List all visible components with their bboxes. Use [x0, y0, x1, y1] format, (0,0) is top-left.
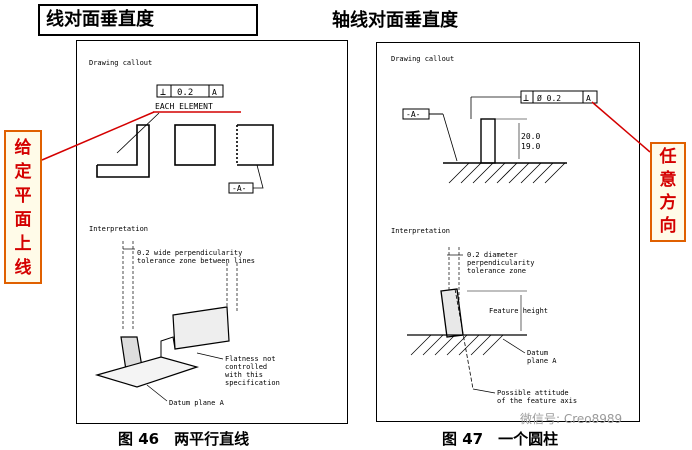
perpendicularity-symbol: ⊥	[160, 87, 166, 98]
fcf-datum: A	[212, 88, 217, 97]
figure-46-drawing: Drawing callout ⊥ 0.2 A EACH ELEMENT -A-…	[89, 59, 280, 407]
figure-46-caption: 图 46 两平行直线	[118, 430, 250, 448]
interpretation-label: Interpretation	[89, 225, 148, 233]
interpretation-label: Interpretation	[391, 227, 450, 235]
annotation-char: 向	[659, 216, 677, 236]
flatness-note-3: with this	[225, 371, 263, 379]
feature-control-frame: ⊥ Ø 0.2 A	[520, 90, 598, 104]
datum-a-label: -A-	[232, 184, 246, 193]
annotation-char: 线	[14, 258, 32, 278]
flatness-note-1: Flatness not	[225, 355, 276, 363]
each-element-note: EACH ELEMENT	[155, 102, 213, 111]
annotation-char: 平	[14, 186, 32, 206]
zone-note-2: perpendicularity	[467, 259, 534, 267]
annotation-char: 任	[659, 147, 677, 167]
drawing-callout-label: Drawing callout	[391, 55, 454, 63]
fcf-tolerance: Ø 0.2	[537, 93, 561, 103]
left-title: 线对面垂直度	[38, 4, 258, 36]
fcf-tolerance: 0.2	[177, 88, 193, 98]
attitude-note-2: of the feature axis	[497, 397, 577, 405]
annotation-char: 上	[14, 234, 32, 254]
zone-note-1: 0.2 wide perpendicularity	[137, 249, 242, 257]
figure-47-caption: 图 47 一个圆柱	[442, 430, 559, 448]
feature-height-label: Feature height	[489, 307, 548, 315]
dimension-lower: 19.0	[521, 142, 540, 151]
feature-control-frame: ⊥ 0.2 A	[156, 84, 224, 98]
flatness-note-4: specification	[225, 379, 280, 387]
annotation-char: 面	[14, 210, 32, 230]
figure-47-drawing: Drawing callout ⊥ Ø 0.2 A -A- 20.0 19.0	[391, 55, 598, 405]
perpendicularity-symbol: ⊥	[523, 93, 529, 104]
annotation-char: 方	[659, 193, 677, 213]
zone-note-3: tolerance zone	[467, 267, 526, 275]
dimension-upper: 20.0	[521, 132, 540, 141]
annotation-char: 意	[659, 170, 677, 190]
datum-a-label: -A-	[406, 110, 420, 119]
wechat-watermark: 微信号: Creo8989	[520, 412, 623, 426]
drawing-callout-label: Drawing callout	[89, 59, 152, 67]
right-title: 轴线对面垂直度	[332, 10, 458, 31]
figure-47-panel: Drawing callout ⊥ Ø 0.2 A -A- 20.0 19.0	[376, 42, 640, 422]
datum-plane-a-label: Datum plane A	[169, 399, 225, 407]
flatness-note-2: controlled	[225, 363, 267, 371]
figure-46-panel: Drawing callout ⊥ 0.2 A EACH ELEMENT -A-…	[76, 40, 348, 424]
annotation-char: 给	[14, 138, 32, 158]
zone-note-2: tolerance zone between lines	[137, 257, 255, 265]
datum-plane-label-1: Datum	[527, 349, 548, 357]
annotation-char: 定	[14, 162, 32, 182]
annotation-given-plane-line: 给 定 平 面 上 线	[4, 130, 42, 284]
attitude-note-1: Possible attitude	[497, 389, 569, 397]
datum-plane-label-2: plane A	[527, 357, 557, 365]
fcf-datum: A	[586, 94, 591, 103]
annotation-any-direction: 任 意 方 向	[650, 142, 686, 242]
zone-note-1: 0.2 diameter	[467, 251, 518, 259]
